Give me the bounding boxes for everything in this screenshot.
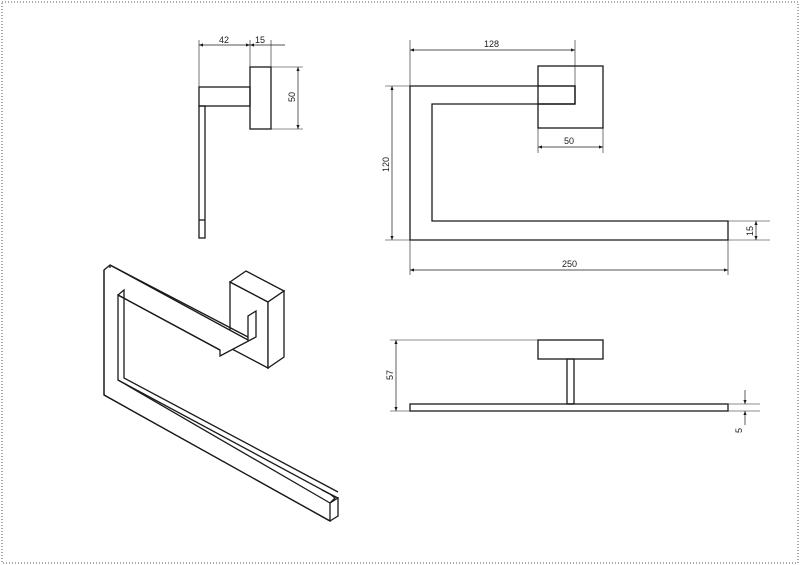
top-bar	[409, 403, 729, 412]
iso-frame-outer	[103, 264, 336, 523]
iso-frame-inner	[117, 288, 339, 493]
side-arm	[198, 86, 251, 107]
iso-arm-inner-edge	[117, 294, 221, 351]
top-bar-thickness-label: 5	[734, 428, 744, 433]
iso-frame-edge-3	[103, 394, 331, 522]
iso-bar-end-top	[321, 489, 339, 499]
side-view: 42 15 50	[198, 35, 303, 239]
top-view: 57 5	[385, 339, 760, 433]
top-projection-label: 57	[385, 370, 395, 380]
side-depth-label: 42	[219, 35, 229, 45]
side-hanging-bar	[198, 105, 206, 239]
front-wall-plate	[537, 65, 604, 129]
front-towel-frame	[409, 85, 729, 241]
front-total-length-label: 250	[562, 259, 577, 269]
side-wall-plate	[249, 66, 272, 130]
front-view: 128 50 120 15 250	[381, 39, 770, 275]
iso-arm-top-edge	[109, 264, 249, 338]
front-bar-thickness-label: 15	[745, 226, 755, 236]
front-plate-width-label: 50	[564, 136, 574, 146]
top-arm	[566, 358, 575, 405]
top-wall-plate	[537, 339, 604, 360]
iso-plate-side	[267, 289, 285, 370]
front-height-label: 120	[381, 157, 391, 172]
iso-bar-end	[329, 496, 339, 522]
iso-frame-edge-4	[117, 379, 331, 504]
isometric-view	[103, 264, 339, 523]
front-top-length-label: 128	[484, 39, 499, 49]
side-plate-thickness-label: 15	[255, 35, 265, 45]
side-plate-height-label: 50	[287, 92, 297, 102]
